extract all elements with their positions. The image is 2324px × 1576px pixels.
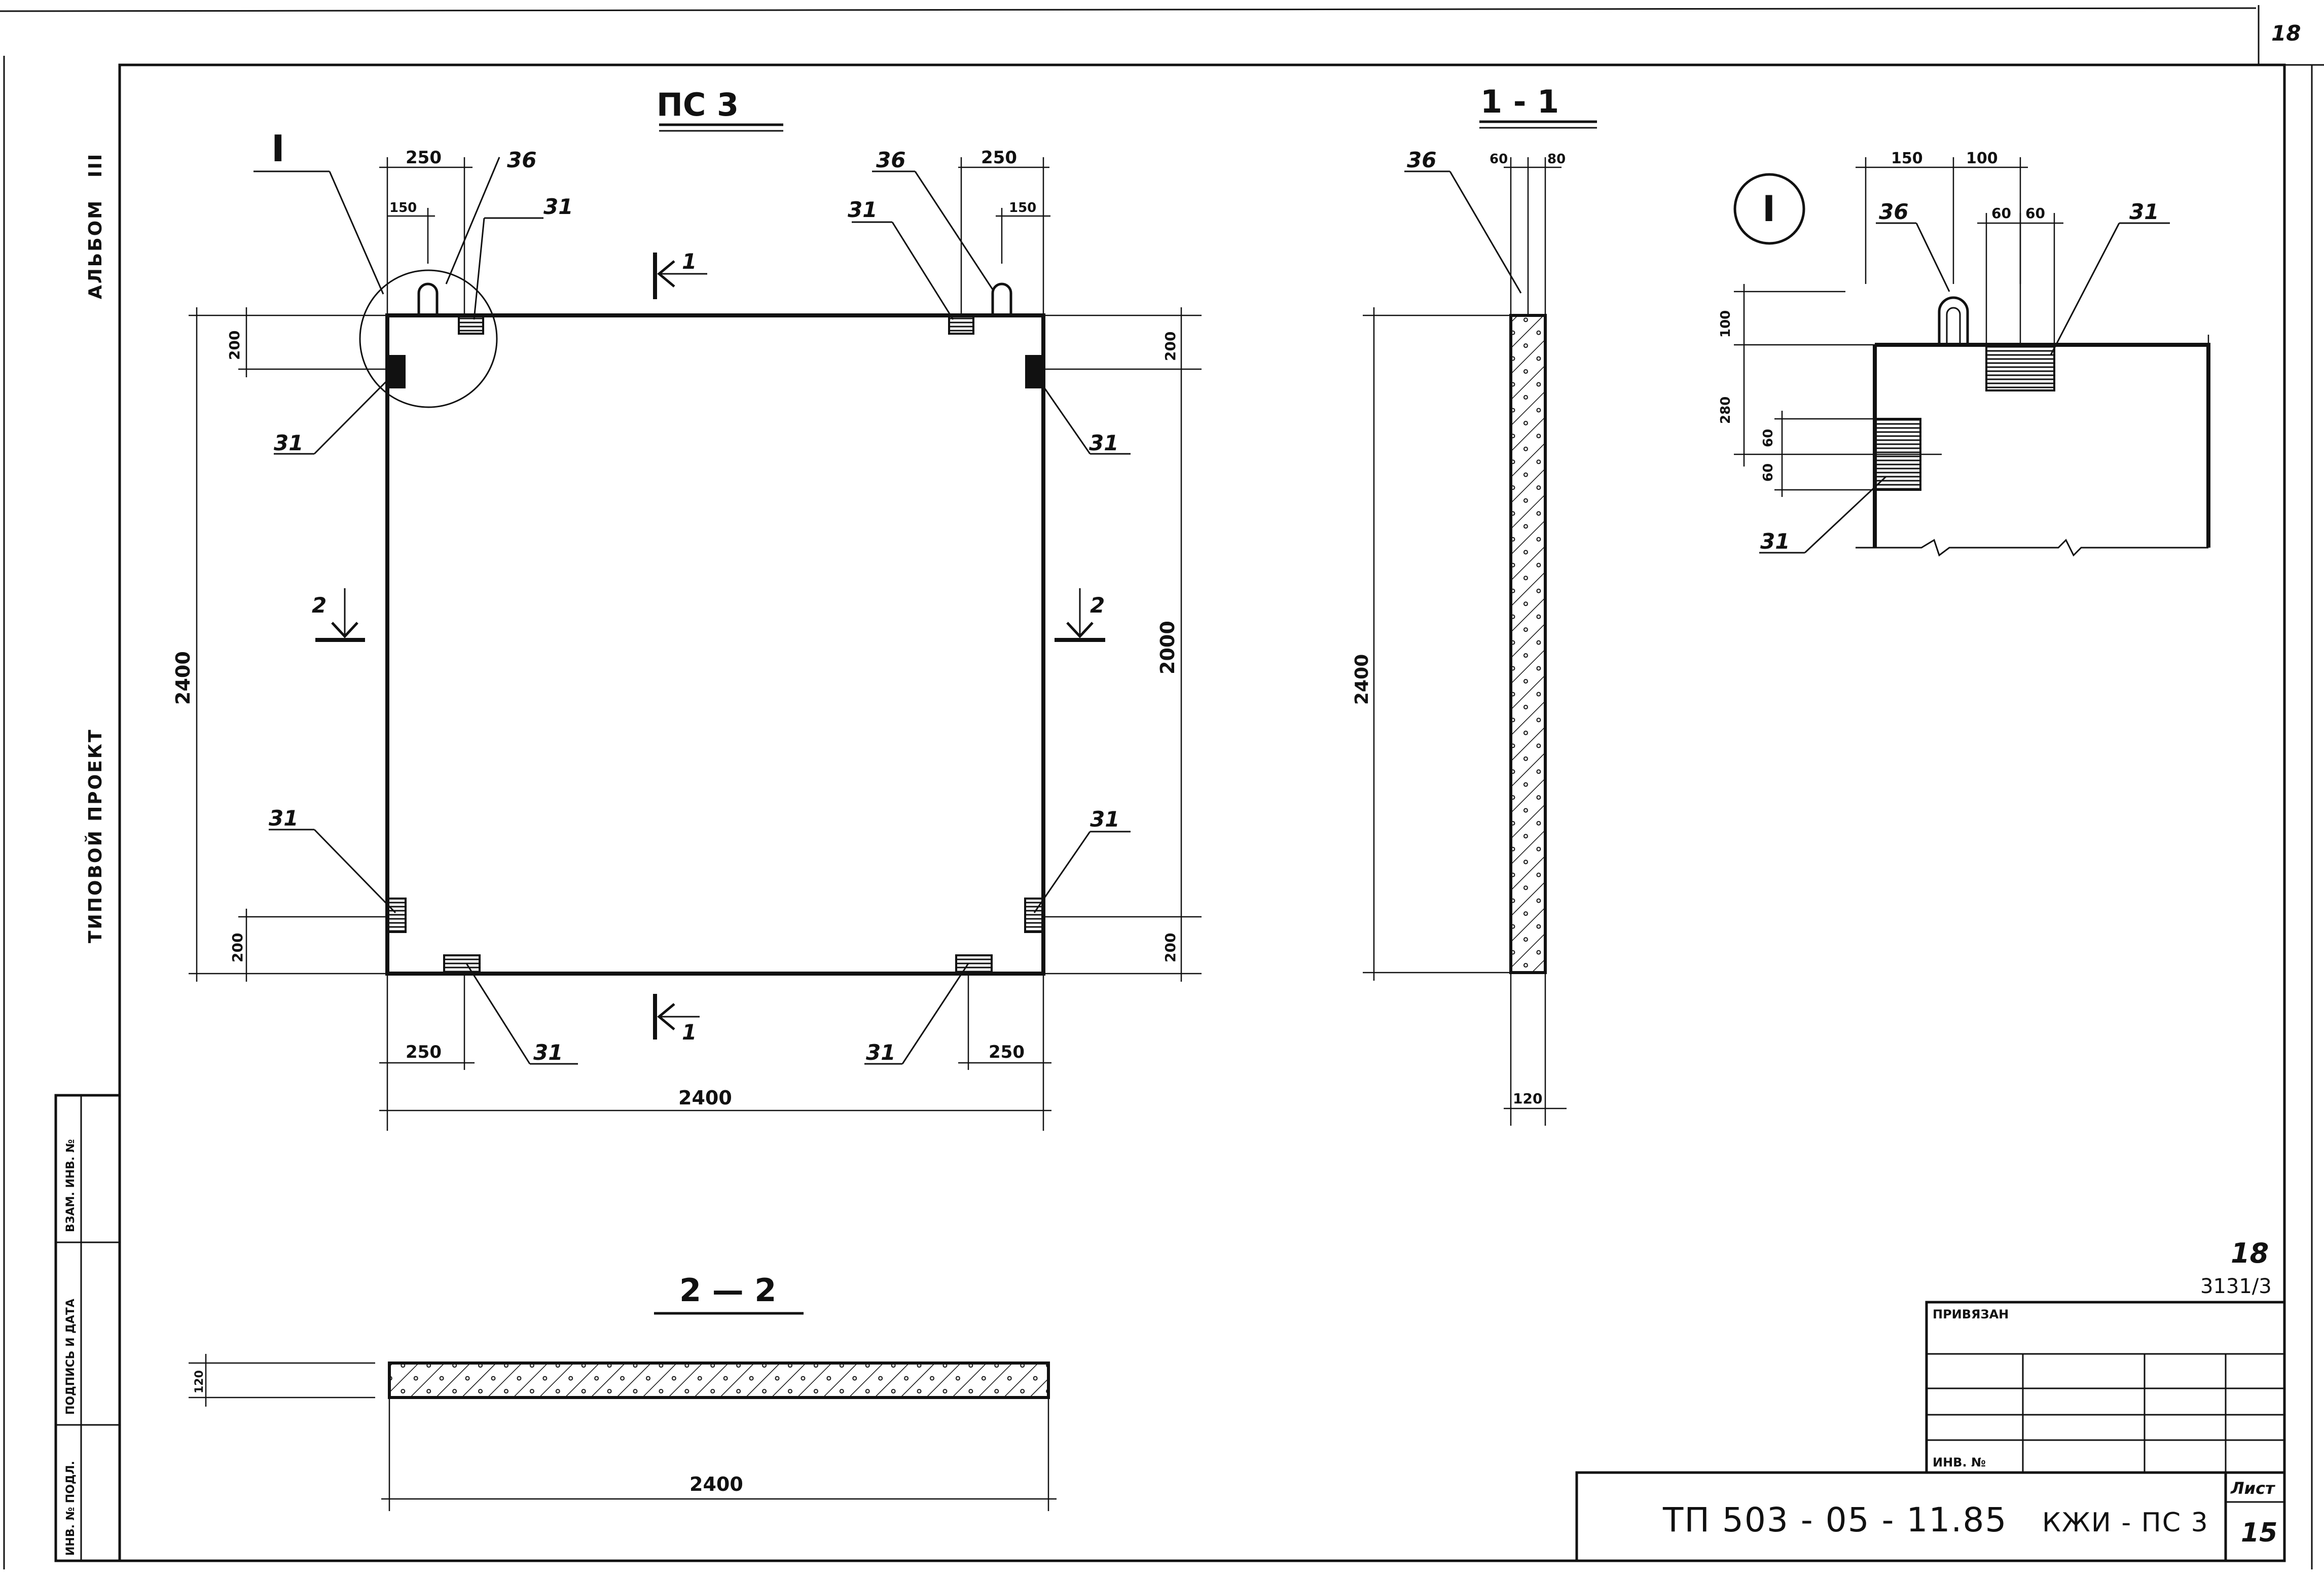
sheet-ref-number: 18	[2231, 1237, 2269, 1269]
dim-top-left-250: 250	[406, 148, 442, 168]
plan-section-2-left: 2	[312, 593, 326, 618]
left-stamp	[54, 1094, 121, 1562]
dim-bottom-2400: 2400	[678, 1087, 732, 1109]
label-36-left: 36	[507, 148, 536, 172]
detail-label-36: 36	[1879, 199, 1908, 224]
side-project: ТИПОВОЙ ПРОЕКТ	[85, 728, 106, 943]
section22-dim-2400: 2400	[689, 1473, 743, 1495]
label-36-right: 36	[876, 148, 905, 172]
label-31-top-left: 31	[543, 194, 573, 219]
plan-panel	[189, 157, 1202, 1131]
detail-dim-60b: 60	[2025, 205, 2045, 222]
left-stamp-col3: ВЗАМ. ИНВ. №	[64, 1139, 77, 1232]
title-block	[1575, 1301, 2286, 1562]
detail-dim-60v2: 60	[1761, 463, 1776, 482]
dim-left-200-top: 200	[226, 331, 243, 360]
stamp-code: ТП 503 - 05 - 11.85	[1662, 1500, 2007, 1539]
side-album: АЛЬБОМ	[85, 199, 106, 299]
detail-label-31-left: 31	[1760, 529, 1790, 554]
plan-title: ПС 3	[657, 86, 739, 123]
label-31-top-right: 31	[848, 197, 877, 222]
stamp-sheet-label: Лист	[2230, 1479, 2276, 1498]
sheet-frame	[0, 5, 2324, 1569]
dim-top-left-150: 150	[389, 200, 417, 216]
section11-dim-80: 80	[1547, 152, 1566, 167]
plan-section-1-bottom: 1	[682, 1020, 697, 1045]
section11-dim-120: 120	[1513, 1090, 1542, 1107]
section22-drawing	[189, 1354, 1057, 1511]
left-stamp-col1: ИНВ. № ПОДЛ.	[64, 1461, 77, 1556]
left-stamp-col2: ПОДПИСЬ И ДАТА	[64, 1299, 77, 1415]
label-31-left-upper: 31	[274, 431, 303, 455]
dim-bottom-250-right: 250	[989, 1042, 1025, 1062]
plan-detail-mark: I	[271, 127, 285, 170]
dim-right-200-bottom: 200	[1162, 933, 1179, 962]
detail-label-31-top: 31	[2129, 199, 2159, 224]
stamp-binding: ПРИВЯЗАН	[1933, 1307, 2009, 1321]
dim-right-200-top: 200	[1162, 332, 1179, 361]
dim-left-2400: 2400	[172, 651, 194, 705]
section22-dim-120: 120	[193, 1370, 206, 1393]
plan-section-2-right: 2	[1090, 593, 1105, 618]
label-31-bottom-left: 31	[533, 1040, 563, 1065]
section11-dim-2400: 2400	[1352, 654, 1372, 705]
stamp-mark: КЖИ - ПС 3	[2042, 1508, 2209, 1538]
dim-left-200-bottom: 200	[229, 933, 246, 962]
detail-dim-280: 280	[1718, 397, 1733, 424]
section11-drawing	[1363, 157, 1567, 1126]
corner-number: 18	[2271, 21, 2301, 46]
detail-dim-60v: 60	[1761, 429, 1776, 447]
label-31-left-lower: 31	[269, 806, 298, 831]
detail-dim-100: 100	[1966, 150, 1998, 167]
section11-title: 1 - 1	[1480, 83, 1559, 120]
plan-section-1-top: 1	[682, 249, 697, 274]
dim-top-right-250: 250	[981, 148, 1017, 168]
dim-right-2000: 2000	[1156, 621, 1179, 674]
sheet-ref-code: 3131/3	[2200, 1275, 2272, 1298]
detail-drawing	[1733, 157, 2210, 557]
label-31-right-lower: 31	[1090, 807, 1119, 832]
section11-dim-60: 60	[1490, 152, 1508, 167]
detail-dim-60a: 60	[1991, 205, 2011, 222]
detail-mark: I	[1762, 188, 1775, 230]
dim-top-right-150: 150	[1009, 200, 1036, 216]
section11-label-36: 36	[1407, 148, 1436, 172]
side-album-num: III	[85, 153, 106, 177]
section22-title: 2 — 2	[679, 1272, 776, 1309]
label-31-bottom-right: 31	[866, 1040, 895, 1065]
stamp-sheet-no: 15	[2241, 1518, 2277, 1548]
dim-bottom-250-left: 250	[406, 1042, 442, 1062]
label-31-right-upper: 31	[1089, 431, 1118, 455]
stamp-inv-no: ИНВ. №	[1933, 1455, 1986, 1470]
detail-dim-150: 150	[1891, 150, 1923, 167]
detail-dim-100v: 100	[1718, 310, 1733, 338]
